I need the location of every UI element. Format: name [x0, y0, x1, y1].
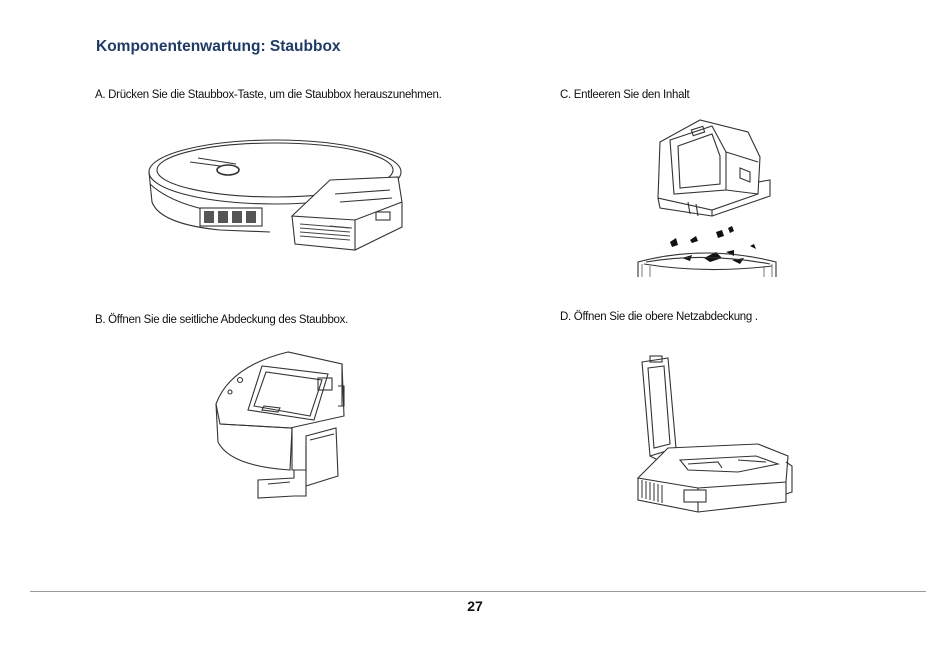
step-d-text: D. Öffnen Sie die obere Netzabdeckung .: [560, 311, 758, 323]
page-title: Komponentenwartung: Staubbox: [96, 38, 341, 55]
step-c-text: C. Entleeren Sie den Inhalt: [560, 89, 690, 101]
figure-b-open-side-cover: [210, 346, 360, 506]
figure-a-robot-dustbox-removed: [140, 132, 420, 252]
step-b-text: B. Öffnen Sie die seitliche Abdeckung de…: [95, 314, 349, 326]
page-number: 27: [467, 598, 483, 614]
step-a-text: A. Drücken Sie die Staubbox-Taste, um di…: [95, 89, 442, 101]
figure-c-emptying-dustbox: [630, 112, 780, 277]
figure-d-open-top-filter-cover: [628, 352, 798, 522]
footer-divider: [30, 591, 926, 592]
